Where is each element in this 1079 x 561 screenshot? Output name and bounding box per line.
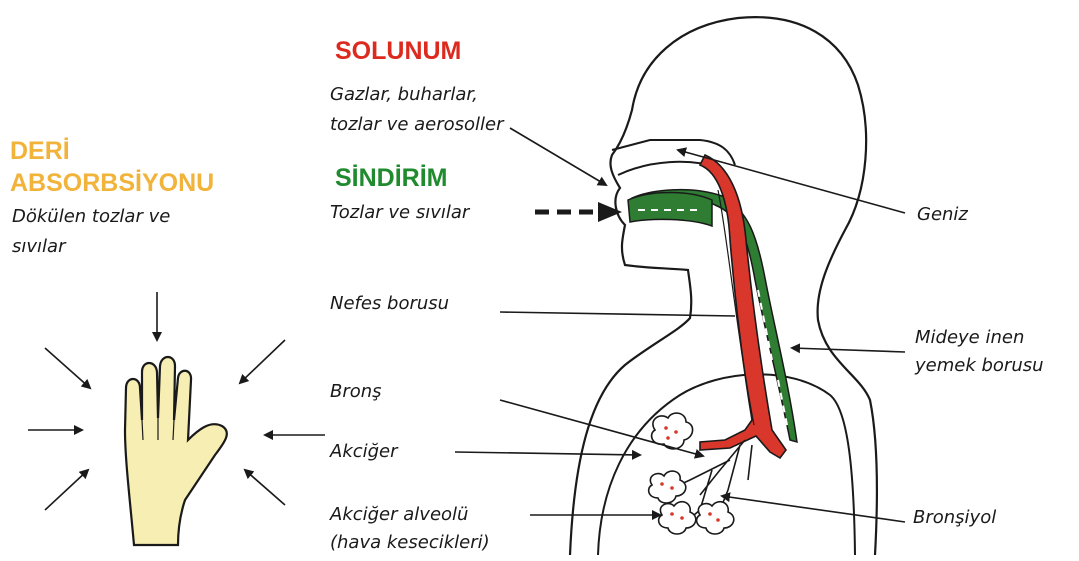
respiration-line-2: tozlar ve aerosoller [330, 113, 504, 137]
ingestion-arrow [535, 202, 622, 222]
skin-title-line-1: DERİ [10, 136, 70, 166]
label-bronsiyol: Bronşiyol [913, 506, 996, 530]
label-akciger: Akciğer [330, 440, 398, 464]
label-mideye-line-2: yemek borusu [915, 354, 1044, 378]
digestion-description: Tozlar ve sıvılar [330, 201, 469, 225]
respiration-line-1: Gazlar, buharlar, [330, 83, 478, 107]
pointer-nefes-borusu [500, 312, 735, 316]
respiration-title: SOLUNUM [335, 36, 461, 66]
label-alveol-line-1: Akciğer alveolü [330, 503, 468, 527]
open-hand-icon [125, 357, 227, 545]
skin-title-line-2: ABSORBSİYONU [10, 168, 214, 198]
label-nefes-borusu: Nefes borusu [330, 292, 449, 316]
label-brons: Bronş [330, 380, 382, 404]
head-torso-outline [570, 17, 877, 555]
label-alveol-line-2: (hava kesecikleri) [330, 531, 490, 555]
skin-line-1: Dökülen tozlar ve [12, 205, 170, 229]
pointer-mideye [792, 348, 905, 352]
pointer-respiration [510, 128, 606, 185]
digestion-title: SİNDİRİM [335, 163, 448, 193]
alveoli-clusters [649, 413, 734, 534]
label-geniz: Geniz [917, 203, 968, 227]
pointer-akciger [455, 452, 640, 455]
skin-line-2: sıvılar [12, 235, 65, 259]
label-mideye-line-1: Mideye inen [915, 326, 1024, 350]
